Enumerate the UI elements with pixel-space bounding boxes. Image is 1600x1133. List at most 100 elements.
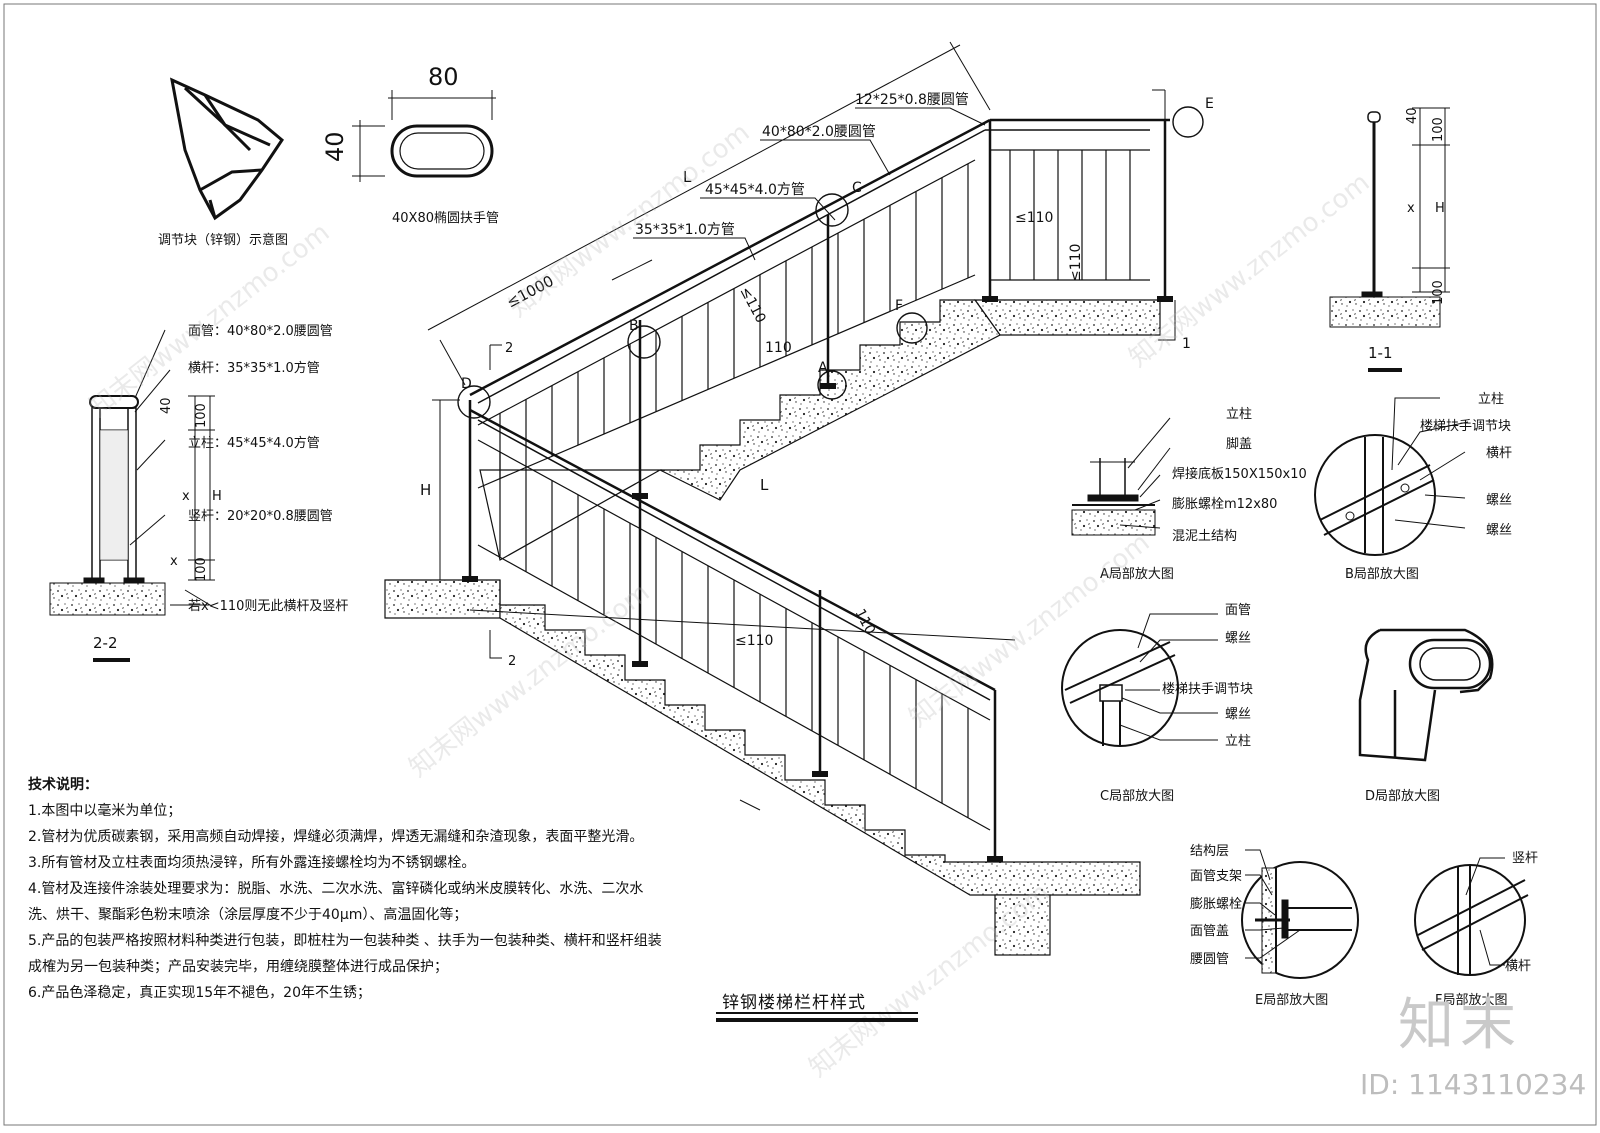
detail-a-concrete: 混泥土结构 [1172, 529, 1237, 544]
note-2: 2.管材为优质碳素钢，采用高频自动焊接，焊缝必须满焊，焊透无漏缝和杂渣现象，表面… [28, 829, 644, 845]
s11-dim-100: 100 [1431, 117, 1446, 142]
s22-post-pipe: 立柱：45*45*4.0方管 [188, 435, 320, 451]
section-mark-2-bottom: 2 [508, 654, 516, 669]
s22-dim-100b: 100 [194, 557, 209, 582]
detail-e-caption: E局部放大图 [1255, 993, 1328, 1008]
s22-vertical-pipe: 竖杆：20*20*0.8腰圆管 [188, 509, 333, 524]
pipe-leaders [633, 107, 986, 261]
drawing-title-block: 锌钢楼梯栏杆样式 [716, 988, 918, 1022]
note-5: 5.产品的包装严格按照材料种类进行包装，即桩柱为一包装种类 、扶手为一包装种类、… [28, 933, 662, 975]
detail-b-adjuster: 楼梯扶手调节块 [1420, 419, 1511, 434]
section-2-2 [49, 329, 215, 662]
s22-dim-x2: x [170, 554, 178, 569]
dim-110-upper: 110 [765, 340, 792, 356]
label-pipe-40x80: 40*80*2.0腰圆管 [762, 124, 876, 140]
s11-dim-40: 40 [1405, 107, 1420, 124]
s11-dim-x: x [1407, 201, 1415, 216]
detail-c-face-pipe: 面管 [1225, 603, 1251, 618]
detail-b-rail: 横杆 [1486, 446, 1512, 461]
detail-a-caption: A局部放大图 [1100, 567, 1174, 582]
adjuster-block-sketch [169, 77, 284, 221]
s22-dim-h: H [212, 489, 222, 504]
s11-dim-h: H [1435, 201, 1445, 216]
detail-d-caption: D局部放大图 [1365, 789, 1440, 804]
detail-b-caption: B局部放大图 [1345, 567, 1419, 582]
detail-c-post: 立柱 [1225, 734, 1251, 749]
mark-b: B [629, 318, 639, 334]
post-feet [462, 296, 1173, 862]
drawing-title: 锌钢楼梯栏杆样式 [722, 993, 866, 1013]
s22-dim-40: 40 [159, 397, 174, 414]
title-underline [716, 1012, 918, 1014]
section-mark-2-top: 2 [505, 341, 513, 356]
detail-c-drawing [1061, 613, 1218, 747]
dim-110-landing-gap: ≤110 [1068, 244, 1084, 282]
technical-notes: 技术说明： 1.本图中以毫米为单位； 2.管材为优质碳素钢，采用高频自动焊接，焊… [28, 772, 668, 1006]
label-pipe-45x45: 45*45*4.0方管 [705, 182, 805, 198]
s22-rail-pipe: 横杆：35*35*1.0方管 [188, 360, 320, 376]
title-underline-thick [716, 1018, 918, 1022]
label-pipe-35x35: 35*35*1.0方管 [635, 222, 735, 238]
detail-e-drawing [1241, 849, 1359, 979]
note-6: 6.产品色泽稳定，真正实现15年不褪色，20年不生锈； [28, 985, 371, 1001]
lower-balusters [499, 452, 969, 818]
section-1-1 [1329, 107, 1450, 372]
detail-a-post: 立柱 [1226, 407, 1252, 422]
brand-logo: 知末 [1398, 993, 1522, 1058]
main-dimensions [427, 41, 1176, 811]
dim-110-upper-gap: ≤110 [736, 284, 768, 325]
detail-d-drawing [1358, 628, 1494, 762]
detail-c-adjuster: 楼梯扶手调节块 [1162, 682, 1253, 697]
upper-railing [468, 118, 1170, 665]
detail-e-structure: 结构层 [1190, 844, 1229, 859]
s22-title: 2-2 [93, 634, 118, 652]
notes-heading: 技术说明： [28, 777, 98, 793]
detail-c-caption: C局部放大图 [1100, 789, 1174, 804]
s22-face-pipe: 面管：40*80*2.0腰圆管 [188, 324, 333, 339]
detail-b-drawing [1314, 397, 1469, 556]
detail-f-caption: F局部放大图 [1435, 993, 1507, 1008]
mark-d: D [461, 376, 472, 392]
detail-f-vertical: 竖杆 [1512, 851, 1538, 866]
handrail-section [352, 90, 496, 182]
detail-a-foot-cover: 脚盖 [1226, 436, 1252, 452]
detail-a-anchor-bolt: 膨胀螺栓m12x80 [1172, 497, 1277, 512]
s11-dim-100b: 100 [1431, 280, 1446, 305]
label-pipe-12x25: 12*25*0.8腰圆管 [855, 92, 969, 108]
mark-f: F [895, 298, 903, 314]
note-1: 1.本图中以毫米为单位； [28, 803, 182, 819]
detail-c-screw2: 螺丝 [1225, 707, 1251, 722]
sheet-border [3, 3, 1597, 1126]
detail-e-face-cover: 面管盖 [1190, 924, 1229, 939]
dim-110-lower-gap: 110 [851, 606, 878, 637]
note-3: 3.所有管材及立柱表面均须热浸锌，所有外露连接螺栓均为不锈钢螺栓。 [28, 855, 476, 871]
s22-note: 若x<110则无此横杆及竖杆 [188, 598, 348, 614]
s22-dim-100: 100 [194, 403, 209, 428]
mark-c: C [852, 180, 862, 196]
handrail-dim-40: 40 [321, 131, 349, 162]
detail-e-oval-pipe: 腰圆管 [1190, 952, 1229, 967]
detail-a-base-plate: 焊接底板150X150x10 [1172, 466, 1307, 482]
detail-e-face-bracket: 面管支架 [1190, 869, 1242, 884]
handrail-dim-80: 80 [428, 63, 459, 91]
s22-dim-x: x [182, 489, 190, 504]
detail-callout-circles [457, 106, 1204, 419]
detail-b-screw1: 螺丝 [1486, 493, 1512, 508]
section-mark-1: 1 [1182, 336, 1191, 352]
detail-a-drawing [1071, 417, 1171, 536]
s11-title: 1-1 [1368, 344, 1393, 362]
dim-h-main: H [420, 481, 431, 499]
detail-c-screw1: 螺丝 [1225, 631, 1251, 646]
handrail-caption: 40X80椭圆扶手管 [392, 210, 499, 226]
detail-f-drawing [1414, 857, 1529, 976]
mark-e: E [1205, 96, 1214, 112]
note-4: 4.管材及连接件涂装处理要求为：脱脂、水洗、二次水洗、富锌磷化或纳米皮膜转化、水… [28, 881, 644, 923]
detail-f-rail: 横杆 [1505, 959, 1531, 974]
detail-e-anchor-bolt: 膨胀螺栓 [1190, 897, 1242, 912]
dim-110-lower: ≤110 [735, 633, 773, 649]
dim-l-lower: L [760, 476, 769, 494]
dim-1000: ≤1000 [503, 272, 556, 312]
mark-a: A [818, 360, 828, 376]
